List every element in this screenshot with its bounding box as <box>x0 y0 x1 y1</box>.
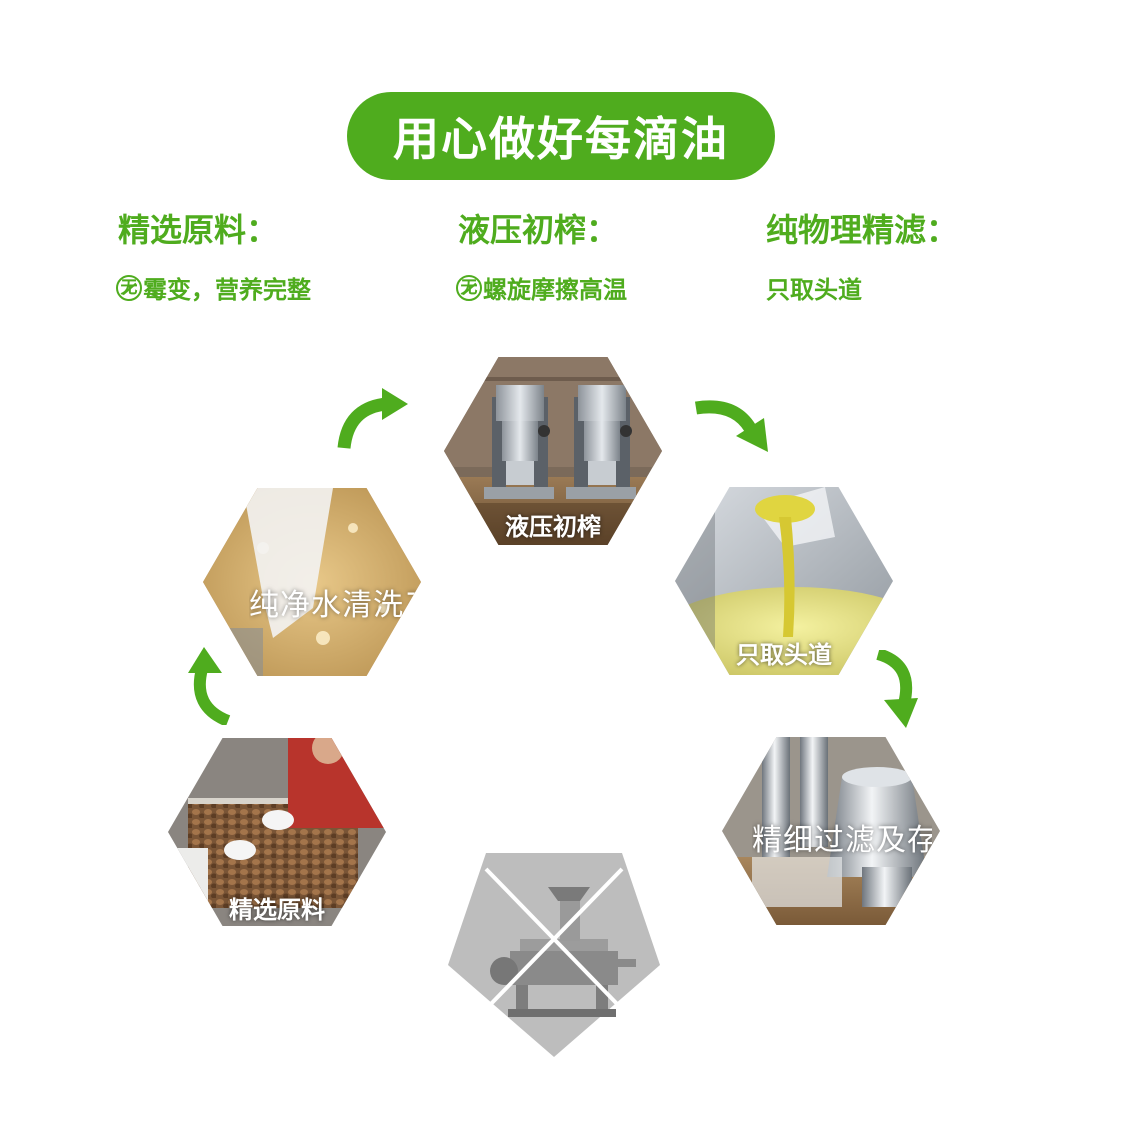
hex-photo-first-press: 只取头道 <box>675 487 893 675</box>
rejected-screw-press <box>448 853 660 1057</box>
feature-title-physical-filter: 纯物理精滤： <box>766 211 959 249</box>
page-title: 用心做好每滴油 <box>393 112 729 166</box>
feature-desc-text: 螺旋摩擦高温 <box>483 276 627 304</box>
feature-desc-text: 霉变，营养完整 <box>143 276 311 304</box>
feature-desc-text: 只取头道 <box>766 276 862 304</box>
cross-line <box>484 867 624 1011</box>
hex-photo-water-wash: 纯净水清洗三次 <box>203 488 421 676</box>
feature-desc-hydraulic-press: 无螺旋摩擦高温 <box>456 270 627 305</box>
step-label-press: 液压初榨 <box>505 513 601 541</box>
step-label-raw-material: 精选原料 <box>229 896 325 924</box>
curved-arrow-icon <box>337 388 408 449</box>
feature-desc-raw-material: 无霉变，营养完整 <box>116 270 311 305</box>
feature-title-raw-material: 精选原料： <box>118 211 279 249</box>
title-banner: 用心做好每滴油 <box>347 92 775 180</box>
step-label-filter-storage: 精细过滤及存储 <box>752 823 932 858</box>
feature-desc-physical-filter: 只取头道 <box>766 270 862 305</box>
feature-title-hydraulic-press: 液压初榨： <box>458 211 619 249</box>
curved-arrow-icon <box>694 400 768 452</box>
no-badge-icon: 无 <box>116 274 142 301</box>
hex-photo-hydraulic-press: 液压初榨 <box>444 357 662 545</box>
step-label-first-press: 只取头道 <box>736 641 832 669</box>
curved-arrow-icon <box>876 650 918 728</box>
hex-photo-raw-material: 精选原料 <box>168 738 386 926</box>
step-label-water-wash: 纯净水清洗三次 <box>249 588 421 623</box>
no-badge-icon: 无 <box>456 274 482 301</box>
curved-arrow-icon <box>188 647 231 725</box>
hex-photo-filter-storage: 精细过滤及存储 <box>722 737 940 925</box>
